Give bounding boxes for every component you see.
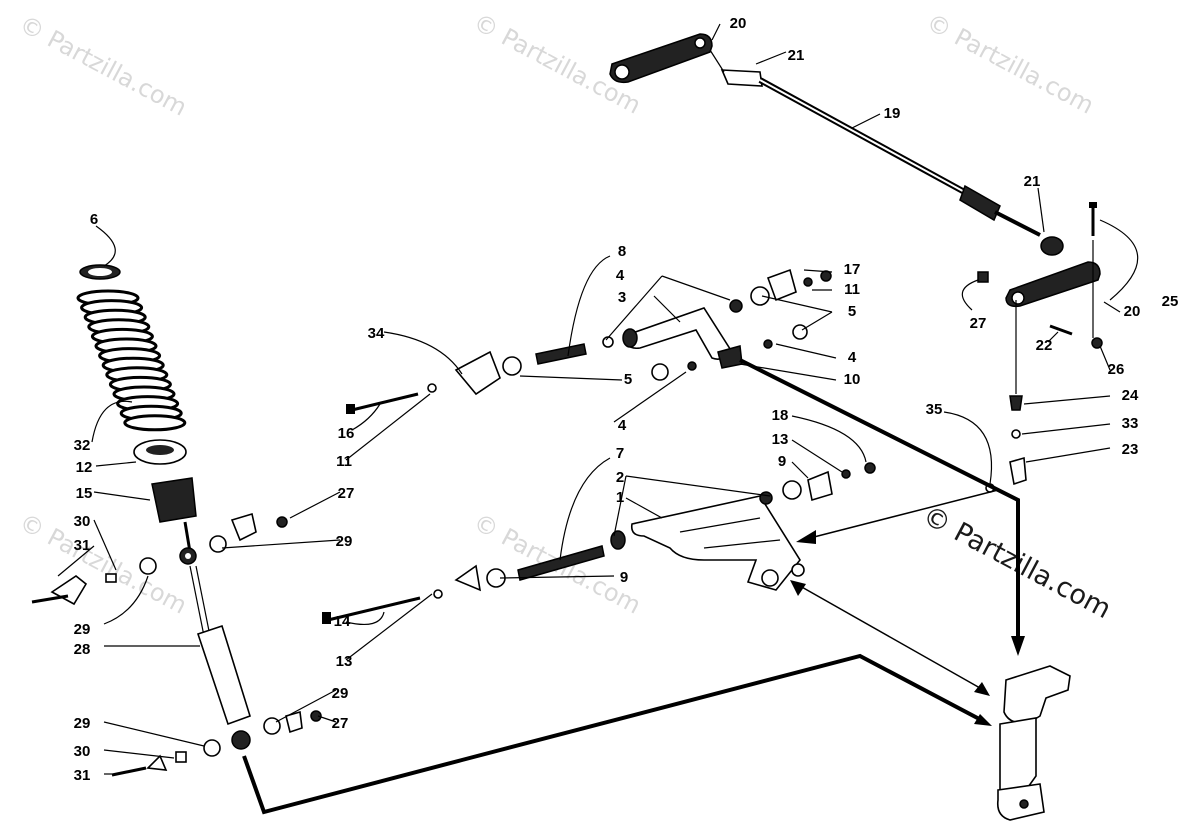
callout-number: 24 bbox=[1122, 387, 1139, 404]
callout-number: 14 bbox=[334, 613, 351, 630]
spindle bbox=[996, 665, 1071, 821]
shock-assembly bbox=[31, 264, 322, 777]
callout-number: 2 bbox=[616, 469, 624, 486]
callout-number: 13 bbox=[772, 431, 789, 448]
callout-number: 29 bbox=[336, 533, 353, 550]
callout-number: 23 bbox=[1122, 441, 1139, 458]
callout-number: 10 bbox=[844, 371, 861, 388]
callout-number: 21 bbox=[1024, 173, 1041, 190]
callout-number: 29 bbox=[74, 621, 91, 638]
lower-a-arm bbox=[322, 462, 876, 624]
callout-number: 27 bbox=[970, 315, 987, 332]
callout-number: 34 bbox=[368, 325, 385, 342]
callout-number: 20 bbox=[730, 15, 747, 32]
callout-number: 25 bbox=[1162, 293, 1179, 310]
callout-number: 27 bbox=[332, 715, 349, 732]
steering-arm-top bbox=[609, 33, 713, 84]
callout-number: 26 bbox=[1108, 361, 1125, 378]
callout-number: 9 bbox=[778, 453, 786, 470]
callout-number: 20 bbox=[1124, 303, 1141, 320]
callout-number: 19 bbox=[884, 105, 901, 122]
callout-number: 15 bbox=[76, 485, 93, 502]
leader-lines bbox=[57, 23, 1139, 775]
callout-number: 21 bbox=[788, 47, 805, 64]
callout-number: 16 bbox=[338, 425, 355, 442]
callout-number: 11 bbox=[336, 453, 352, 470]
callout-number: 32 bbox=[74, 437, 91, 454]
callout-number: 7 bbox=[616, 445, 624, 462]
callout-number: 18 bbox=[772, 407, 789, 424]
callout-number: 28 bbox=[74, 641, 91, 658]
callout-number: 9 bbox=[620, 569, 628, 586]
callout-number: 12 bbox=[76, 459, 93, 476]
callout-number: 33 bbox=[1122, 415, 1139, 432]
callout-number: 6 bbox=[90, 211, 98, 228]
callout-number: 27 bbox=[338, 485, 355, 502]
callout-number: 30 bbox=[74, 743, 91, 760]
callout-number: 11 bbox=[844, 281, 860, 298]
callout-number: 22 bbox=[1036, 337, 1053, 354]
callout-number: 35 bbox=[926, 401, 943, 418]
assembly-arrows bbox=[242, 358, 1025, 815]
callout-number: 30 bbox=[74, 513, 91, 530]
callout-number: 1 bbox=[616, 489, 624, 506]
rod-end-lower bbox=[959, 184, 1001, 222]
callout-number: 29 bbox=[74, 715, 91, 732]
callout-number: 31 bbox=[74, 767, 91, 784]
callout-number: 5 bbox=[848, 303, 856, 320]
callout-number: 5 bbox=[624, 371, 632, 388]
callout-number: 8 bbox=[618, 243, 626, 260]
callout-number: 31 bbox=[74, 537, 91, 554]
callout-number: 13 bbox=[336, 653, 353, 670]
callout-number: 4 bbox=[616, 267, 625, 284]
callout-number: 3 bbox=[618, 289, 626, 306]
rod-end-top bbox=[720, 69, 763, 87]
callout-number: 4 bbox=[618, 417, 627, 434]
callout-number: 29 bbox=[332, 685, 349, 702]
spring-coil bbox=[123, 414, 187, 432]
callout-number: 17 bbox=[844, 261, 861, 278]
callout-number: 4 bbox=[848, 349, 857, 366]
tie-rod-assembly bbox=[609, 33, 1103, 493]
upper-a-arm bbox=[346, 268, 832, 414]
